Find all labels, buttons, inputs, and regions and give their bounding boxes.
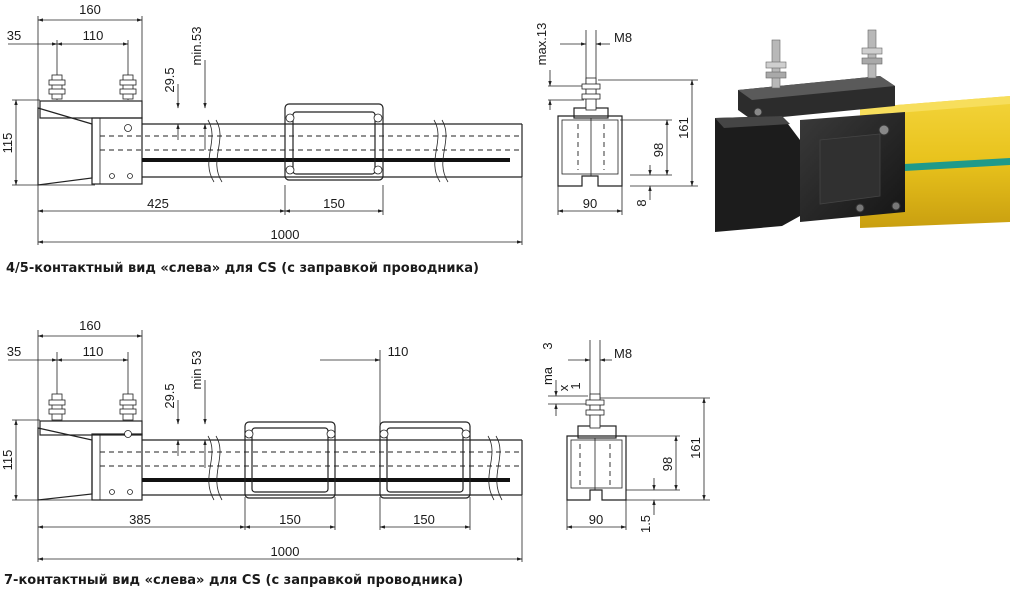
dim-98: 98 [651,143,666,157]
dim-1: 1 [568,382,583,389]
dim-161-b: 161 [688,437,703,459]
dim-8: 8 [634,199,649,206]
top-section-view: M8 max.13 161 98 90 8 [534,23,698,215]
dim-115: 115 [0,133,15,154]
dim-x: x [556,384,571,391]
top-caption: 4/5-контактный вид «слева» для CS (с зап… [6,261,479,276]
dim-min53: min.53 [189,26,204,65]
dim-min53-b: min 53 [189,350,204,389]
dim-150-b: 150 [413,512,435,527]
bottom-caption: 7-контактный вид «слева» для CS (с запра… [4,573,463,588]
dim-90-b: 90 [589,512,603,527]
dim-110-clamp: 110 [388,344,409,359]
dim-160: 160 [79,2,101,17]
dim-150-a: 150 [279,512,301,527]
dim-385: 385 [129,512,151,527]
bottom-side-view: 160 35 110 110 29.5 min 53 115 385 150 1… [0,318,523,562]
top-side-view: 160 35 110 29.5 min.53 115 425 150 1000 [0,2,523,245]
dim-150: 150 [323,196,345,211]
dim-m8: M8 [614,30,632,45]
dim-max13: max.13 [534,23,549,66]
dim-98-b: 98 [660,457,675,471]
dim-161: 161 [676,117,691,139]
dim-160-b: 160 [79,318,101,333]
dim-115-b: 115 [0,450,15,471]
dim-m8-b: M8 [614,346,632,361]
dim-110: 110 [83,28,104,43]
dim-3: 3 [540,342,555,349]
dim-ma: ma [540,366,555,385]
dim-29-5: 29.5 [162,67,177,92]
dim-35-b: 35 [7,344,21,359]
product-photo [715,29,1010,232]
dim-1000: 1000 [271,227,300,242]
dim-1-5: 1.5 [638,515,653,533]
bottom-section-view: M8 ma 3 x 1 161 98 90 1.5 [540,340,710,533]
dim-1000-b: 1000 [271,544,300,559]
dim-90: 90 [583,196,597,211]
dim-35: 35 [7,28,21,43]
dim-29-5-b: 29.5 [162,383,177,408]
dim-110-b: 110 [83,344,104,359]
dim-425: 425 [147,196,169,211]
